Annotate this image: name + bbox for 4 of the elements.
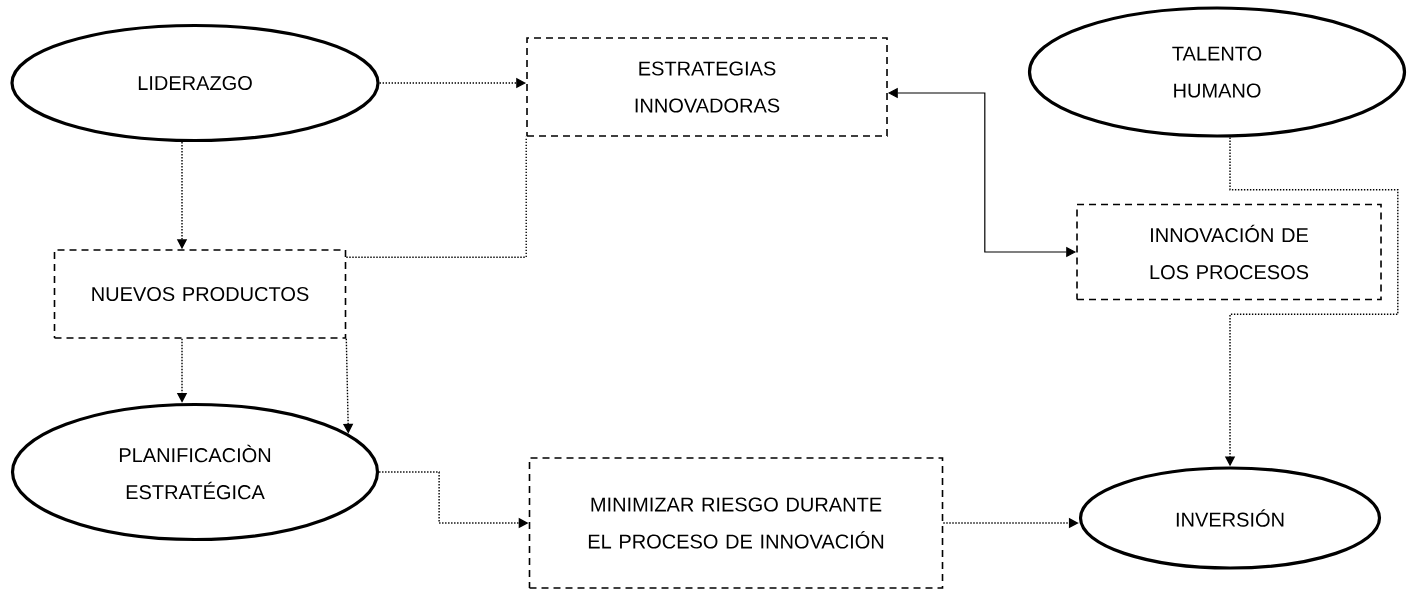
concept-box: ESTRATEGIAS INNOVADORAS [526, 37, 888, 137]
concept-box: MINIMIZAR RIESGO DURANTE EL PROCESO DE INNOVACIÓN [528, 457, 944, 589]
concept-box: NUEVOS PRODUCTOS [53, 249, 347, 339]
concept-box: INNOVACIÓN DE LOS PROCESOS [1076, 203, 1382, 301]
